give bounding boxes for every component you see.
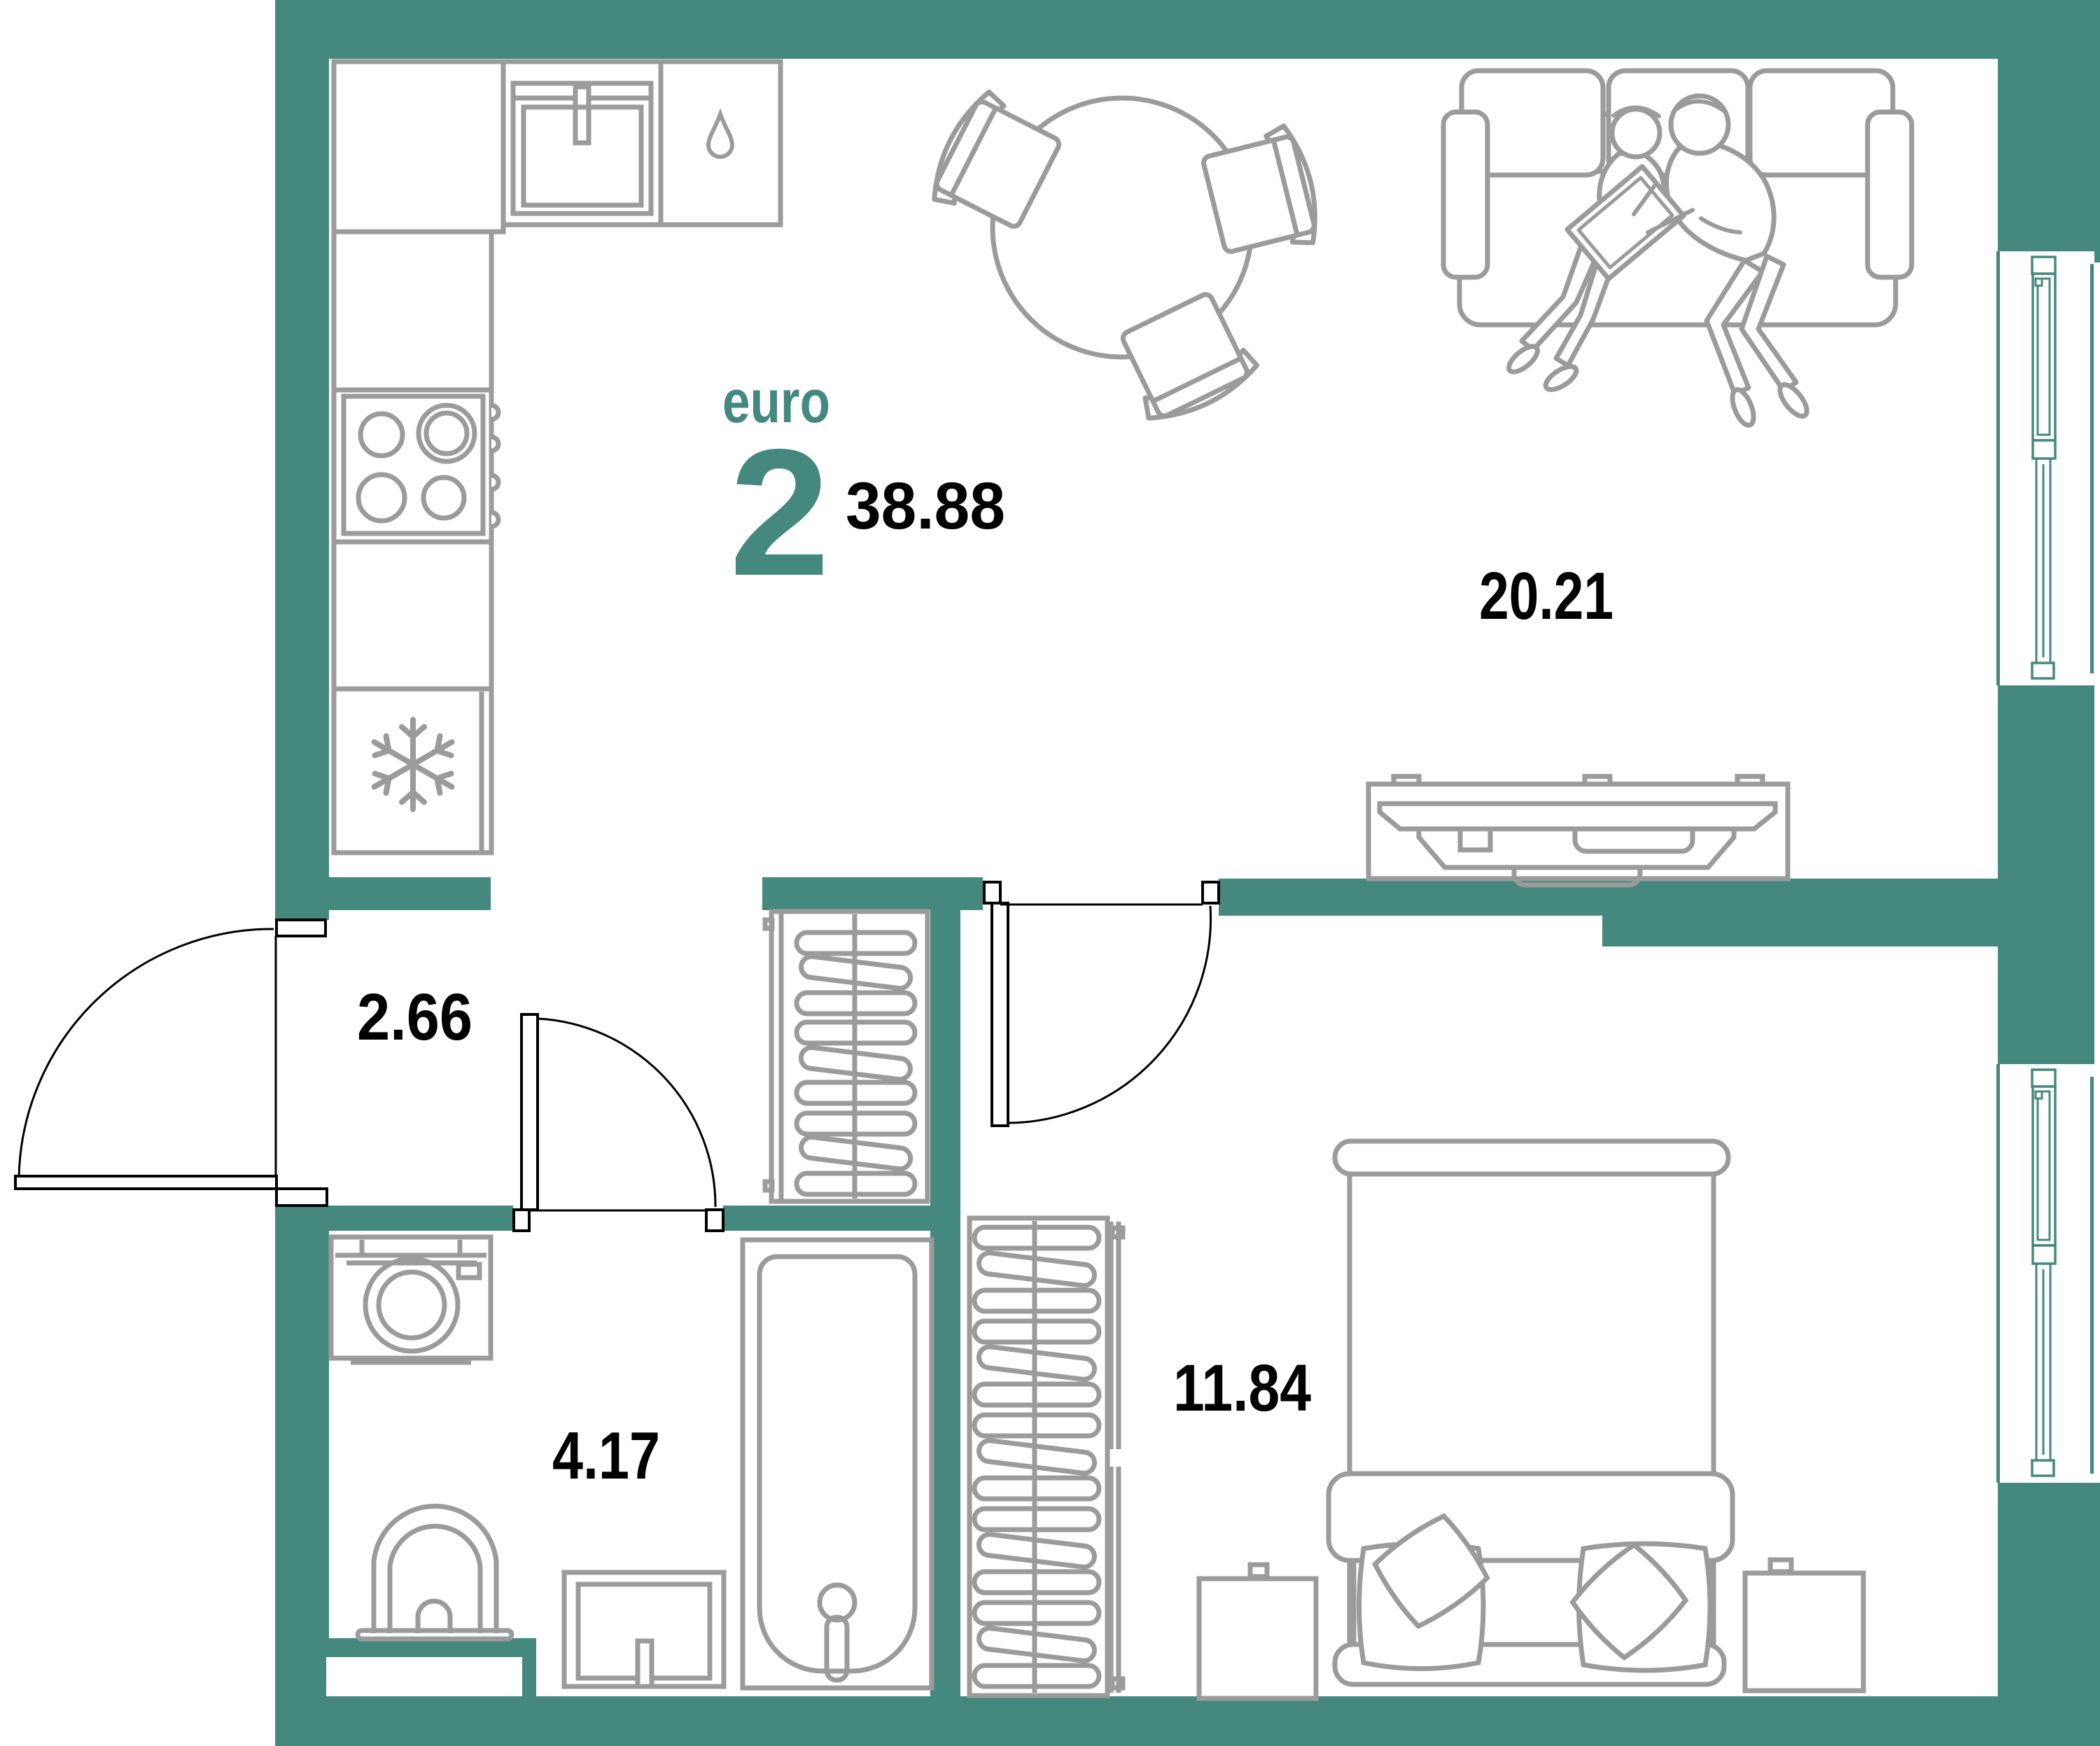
svg-text:11.84: 11.84	[1173, 1351, 1311, 1425]
svg-text:20.21: 20.21	[1479, 559, 1614, 634]
svg-text:38.88: 38.88	[846, 469, 1005, 543]
svg-text:2: 2	[729, 411, 830, 613]
svg-text:euro: euro	[722, 368, 830, 435]
svg-text:4.17: 4.17	[552, 1418, 660, 1493]
svg-text:2.66: 2.66	[357, 980, 472, 1054]
